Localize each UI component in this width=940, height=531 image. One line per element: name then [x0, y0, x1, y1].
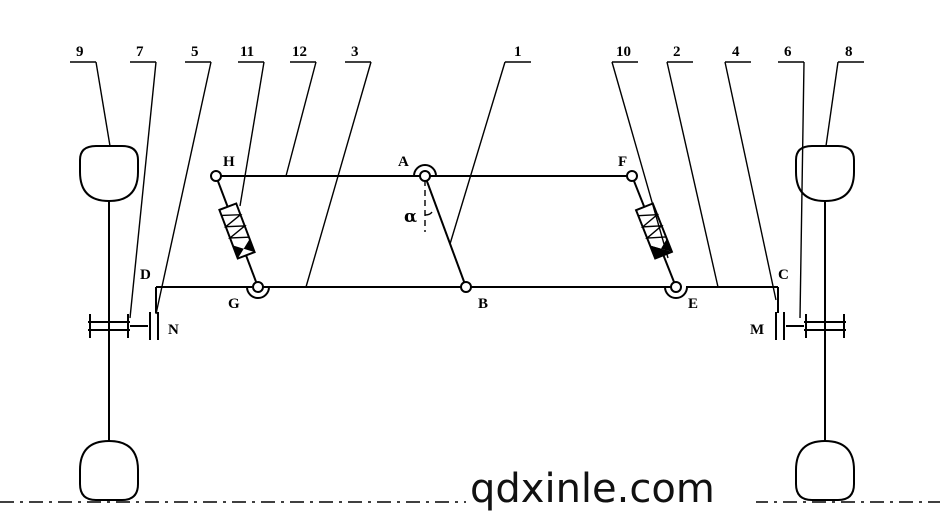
- part-number-1: 1: [514, 44, 522, 60]
- part-number-10: 10: [616, 44, 631, 60]
- point-label-B: B: [478, 296, 488, 312]
- joint-B: [460, 281, 472, 293]
- part-number-8: 8: [845, 44, 853, 60]
- link-AB: [424, 175, 467, 288]
- part-number-4: 4: [732, 44, 740, 60]
- joint-F: [626, 170, 638, 182]
- point-label-G: G: [228, 296, 240, 312]
- point-label-M: M: [750, 322, 764, 338]
- point-label-F: F: [618, 154, 627, 170]
- part-number-9: 9: [76, 44, 84, 60]
- part-number-6: 6: [784, 44, 792, 60]
- point-label-E: E: [688, 296, 698, 312]
- leader-lines: [70, 61, 864, 319]
- joint-E: [664, 281, 688, 299]
- angle-alpha-label: α: [404, 207, 417, 227]
- watermark-background: [466, 468, 756, 512]
- point-label-H: H: [223, 154, 235, 170]
- left-lower-wheel: [79, 439, 139, 501]
- left-damper: [215, 175, 259, 288]
- alpha-arc: [424, 211, 433, 216]
- point-label-C: C: [778, 267, 789, 283]
- right-wheel-assembly: [686, 145, 855, 501]
- point-label-D: D: [140, 267, 151, 283]
- right-lower-wheel: [795, 439, 855, 501]
- left-upper-wheel: [79, 145, 139, 203]
- right-damper: [631, 175, 677, 288]
- left-wheel-assembly: [79, 145, 252, 501]
- part-number-11: 11: [240, 44, 254, 60]
- part-number-12: 12: [292, 44, 307, 60]
- part-number-3: 3: [351, 44, 359, 60]
- point-label-A: A: [398, 154, 409, 170]
- joint-A: [413, 164, 437, 182]
- watermark-text: qdxinle.com: [470, 466, 715, 512]
- right-upper-wheel: [795, 145, 855, 203]
- part-number-5: 5: [191, 44, 199, 60]
- joint-H: [210, 170, 222, 182]
- joint-G: [246, 281, 270, 299]
- part-number-2: 2: [673, 44, 681, 60]
- point-label-N: N: [168, 322, 179, 338]
- part-number-7: 7: [136, 44, 144, 60]
